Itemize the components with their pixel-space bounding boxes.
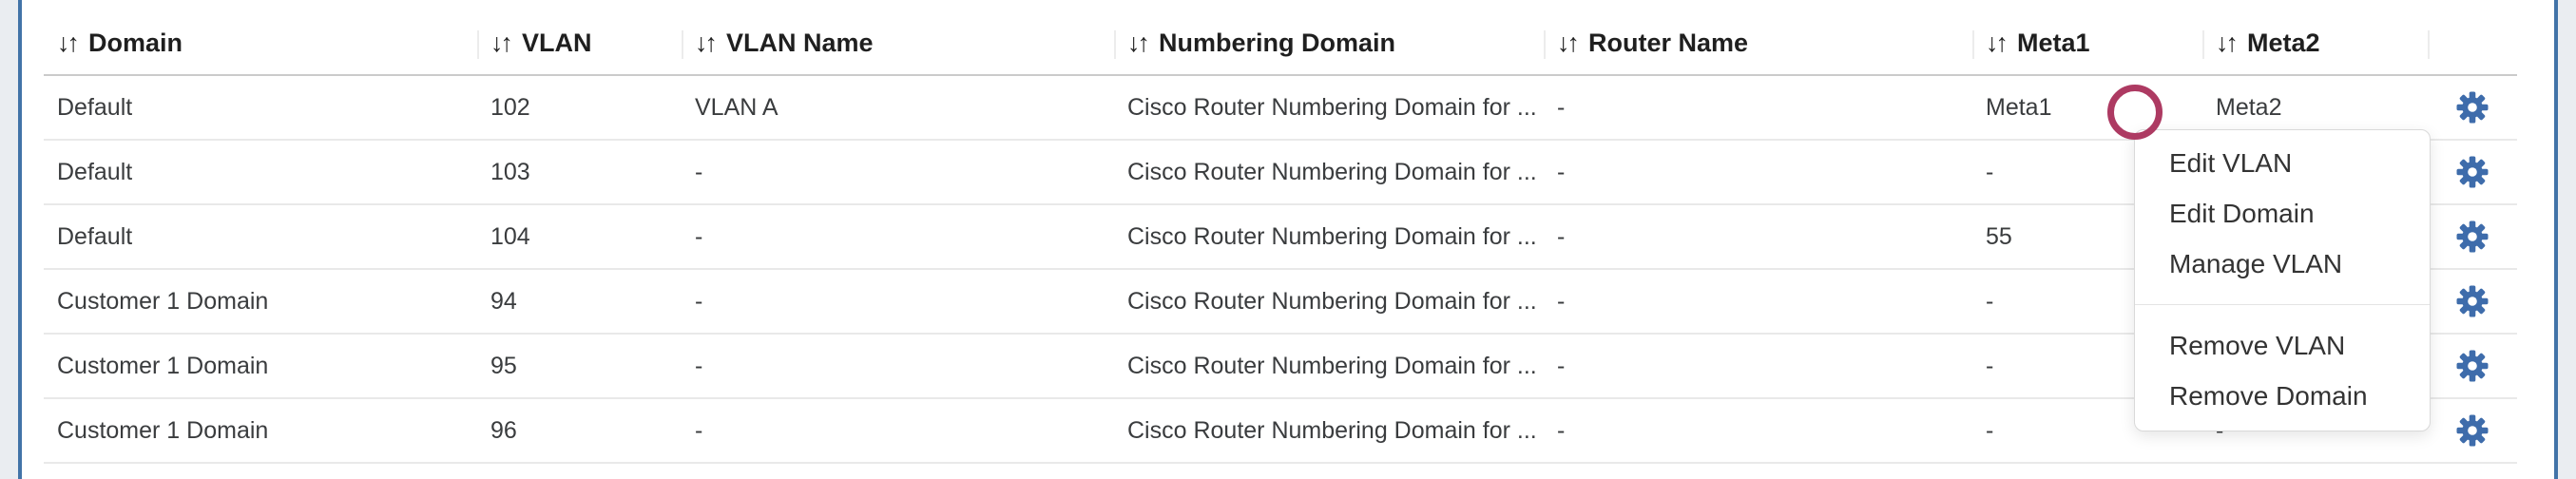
cell-numbering-domain: Cisco Router Numbering Domain for ...	[1114, 269, 1544, 335]
cell-actions	[2428, 269, 2517, 335]
column-header-label: Meta2	[2247, 28, 2320, 57]
sort-icon: ↓↑	[1557, 28, 1580, 57]
cell-numbering-domain: Cisco Router Numbering Domain for ...	[1114, 75, 1544, 141]
menu-item-manage-vlan[interactable]: Manage VLAN	[2169, 249, 2343, 278]
cell-vlan: 95	[477, 334, 682, 399]
gear-icon	[2456, 220, 2489, 253]
cell-domain: Default	[44, 204, 477, 270]
column-header-actions	[2428, 11, 2517, 76]
row-actions-button[interactable]	[2455, 349, 2489, 383]
column-header-vlan-name[interactable]: ↓↑ VLAN Name	[682, 11, 1114, 76]
row-actions-button[interactable]	[2455, 155, 2489, 189]
cell-vlan: 96	[477, 398, 682, 464]
cell-vlan: 103	[477, 140, 682, 205]
column-header-label: Domain	[88, 28, 183, 57]
column-header-domain[interactable]: ↓↑ Domain	[44, 11, 477, 76]
panel-border-right	[2554, 0, 2558, 479]
cell-vlan-name: -	[682, 334, 1114, 399]
sort-icon: ↓↑	[1127, 28, 1150, 57]
panel-border-left	[18, 0, 22, 479]
cell-domain: Default	[44, 75, 477, 141]
cell-vlan-name: -	[682, 140, 1114, 205]
column-header-meta2[interactable]: ↓↑ Meta2	[2202, 11, 2428, 76]
cell-numbering-domain: Cisco Router Numbering Domain for ...	[1114, 334, 1544, 399]
row-actions-button[interactable]	[2455, 413, 2489, 448]
table-header-row: ↓↑ Domain ↓↑ VLAN ↓↑ VLAN Name ↓↑ Numbering Dom…	[44, 11, 2517, 76]
cell-domain: Default	[44, 140, 477, 205]
cell-router-name: -	[1544, 204, 1972, 270]
sort-icon: ↓↑	[2216, 28, 2239, 57]
cell-router-name: -	[1544, 75, 1972, 141]
gear-icon	[2456, 156, 2489, 188]
menu-item-edit-domain[interactable]: Edit Domain	[2169, 199, 2315, 228]
menu-item-remove-domain[interactable]: Remove Domain	[2169, 381, 2368, 411]
cell-vlan: 102	[477, 75, 682, 141]
menu-divider	[2135, 304, 2430, 305]
cell-router-name: -	[1544, 398, 1972, 464]
row-actions-button[interactable]	[2455, 90, 2489, 125]
sort-icon: ↓↑	[1986, 28, 2009, 57]
row-actions-button[interactable]	[2455, 220, 2489, 254]
column-header-label: VLAN	[522, 28, 592, 57]
cell-numbering-domain: Cisco Router Numbering Domain for ...	[1114, 398, 1544, 464]
sort-icon: ↓↑	[490, 28, 513, 57]
cell-numbering-domain: Cisco Router Numbering Domain for ...	[1114, 204, 1544, 270]
cell-router-name: -	[1544, 140, 1972, 205]
cell-domain: Customer 1 Domain	[44, 269, 477, 335]
sort-icon: ↓↑	[695, 28, 718, 57]
column-header-label: Router Name	[1588, 28, 1749, 57]
column-header-vlan[interactable]: ↓↑ VLAN	[477, 11, 682, 76]
cell-actions	[2428, 334, 2517, 399]
cell-actions	[2428, 204, 2517, 270]
outside-background-left	[0, 0, 18, 479]
cell-router-name: -	[1544, 334, 1972, 399]
cell-actions	[2428, 398, 2517, 464]
outside-background-right	[2558, 0, 2576, 479]
column-header-label: VLAN Name	[726, 28, 874, 57]
gear-icon	[2456, 285, 2489, 317]
cell-vlan: 94	[477, 269, 682, 335]
column-header-router-name[interactable]: ↓↑ Router Name	[1544, 11, 1972, 76]
cell-router-name: -	[1544, 269, 1972, 335]
cell-vlan-name: -	[682, 269, 1114, 335]
vlan-table: ↓↑ Domain ↓↑ VLAN ↓↑ VLAN Name ↓↑ Numbering Dom…	[44, 11, 2517, 464]
row-actions-button[interactable]	[2455, 284, 2489, 318]
cell-numbering-domain: Cisco Router Numbering Domain for ...	[1114, 140, 1544, 205]
column-header-numbering-domain[interactable]: ↓↑ Numbering Domain	[1114, 11, 1544, 76]
cell-vlan: 104	[477, 204, 682, 270]
cell-actions	[2428, 140, 2517, 205]
gear-icon	[2456, 414, 2489, 447]
column-header-label: Numbering Domain	[1159, 28, 1396, 57]
cell-domain: Customer 1 Domain	[44, 334, 477, 399]
column-header-meta1[interactable]: ↓↑ Meta1	[1972, 11, 2202, 76]
cell-vlan-name: VLAN A	[682, 75, 1114, 141]
cell-vlan-name: -	[682, 204, 1114, 270]
menu-item-edit-vlan[interactable]: Edit VLAN	[2169, 148, 2293, 178]
cell-actions	[2428, 75, 2517, 141]
cell-vlan-name: -	[682, 398, 1114, 464]
gear-icon	[2456, 350, 2489, 382]
menu-item-remove-vlan[interactable]: Remove VLAN	[2169, 331, 2346, 360]
column-header-label: Meta1	[2017, 28, 2090, 57]
sort-icon: ↓↑	[57, 28, 80, 57]
gear-icon	[2456, 91, 2489, 124]
cell-domain: Customer 1 Domain	[44, 398, 477, 464]
